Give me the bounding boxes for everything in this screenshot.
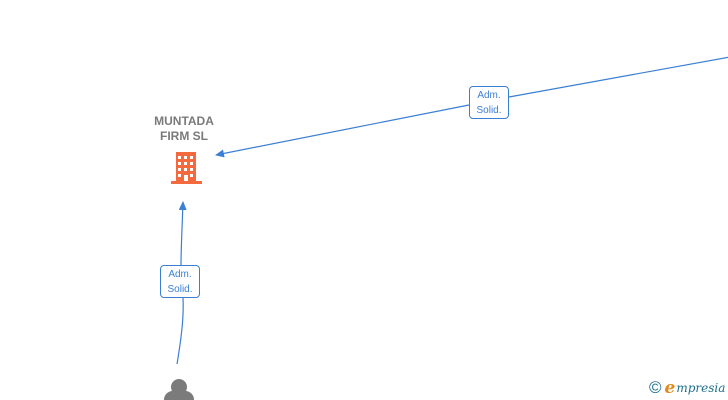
edge-role-label-top[interactable]: Adm. Solid. [469, 86, 509, 119]
company-name-line1: MUNTADA [154, 114, 214, 128]
company-name-label[interactable]: MUNTADA FIRM SL [143, 114, 225, 144]
brand-initial: e [664, 378, 676, 398]
edge-role-line1: Adm. [168, 269, 192, 280]
edge-line-top [216, 56, 728, 155]
brand-name: mpresia [676, 381, 726, 395]
copyright-icon: © [649, 378, 662, 397]
edge-role-line2: Solid. [476, 105, 502, 116]
company-name-line2: FIRM SL [160, 129, 208, 143]
edge-role-line1: Adm. [477, 90, 501, 101]
person-icon[interactable] [164, 379, 194, 400]
edge-line-bottom [177, 202, 183, 365]
edge-role-label-bottom[interactable]: Adm. Solid. [160, 265, 200, 298]
building-icon[interactable] [171, 152, 202, 184]
brand-watermark: © e mpresia [649, 378, 725, 398]
edge-role-line2: Solid. [167, 284, 193, 295]
